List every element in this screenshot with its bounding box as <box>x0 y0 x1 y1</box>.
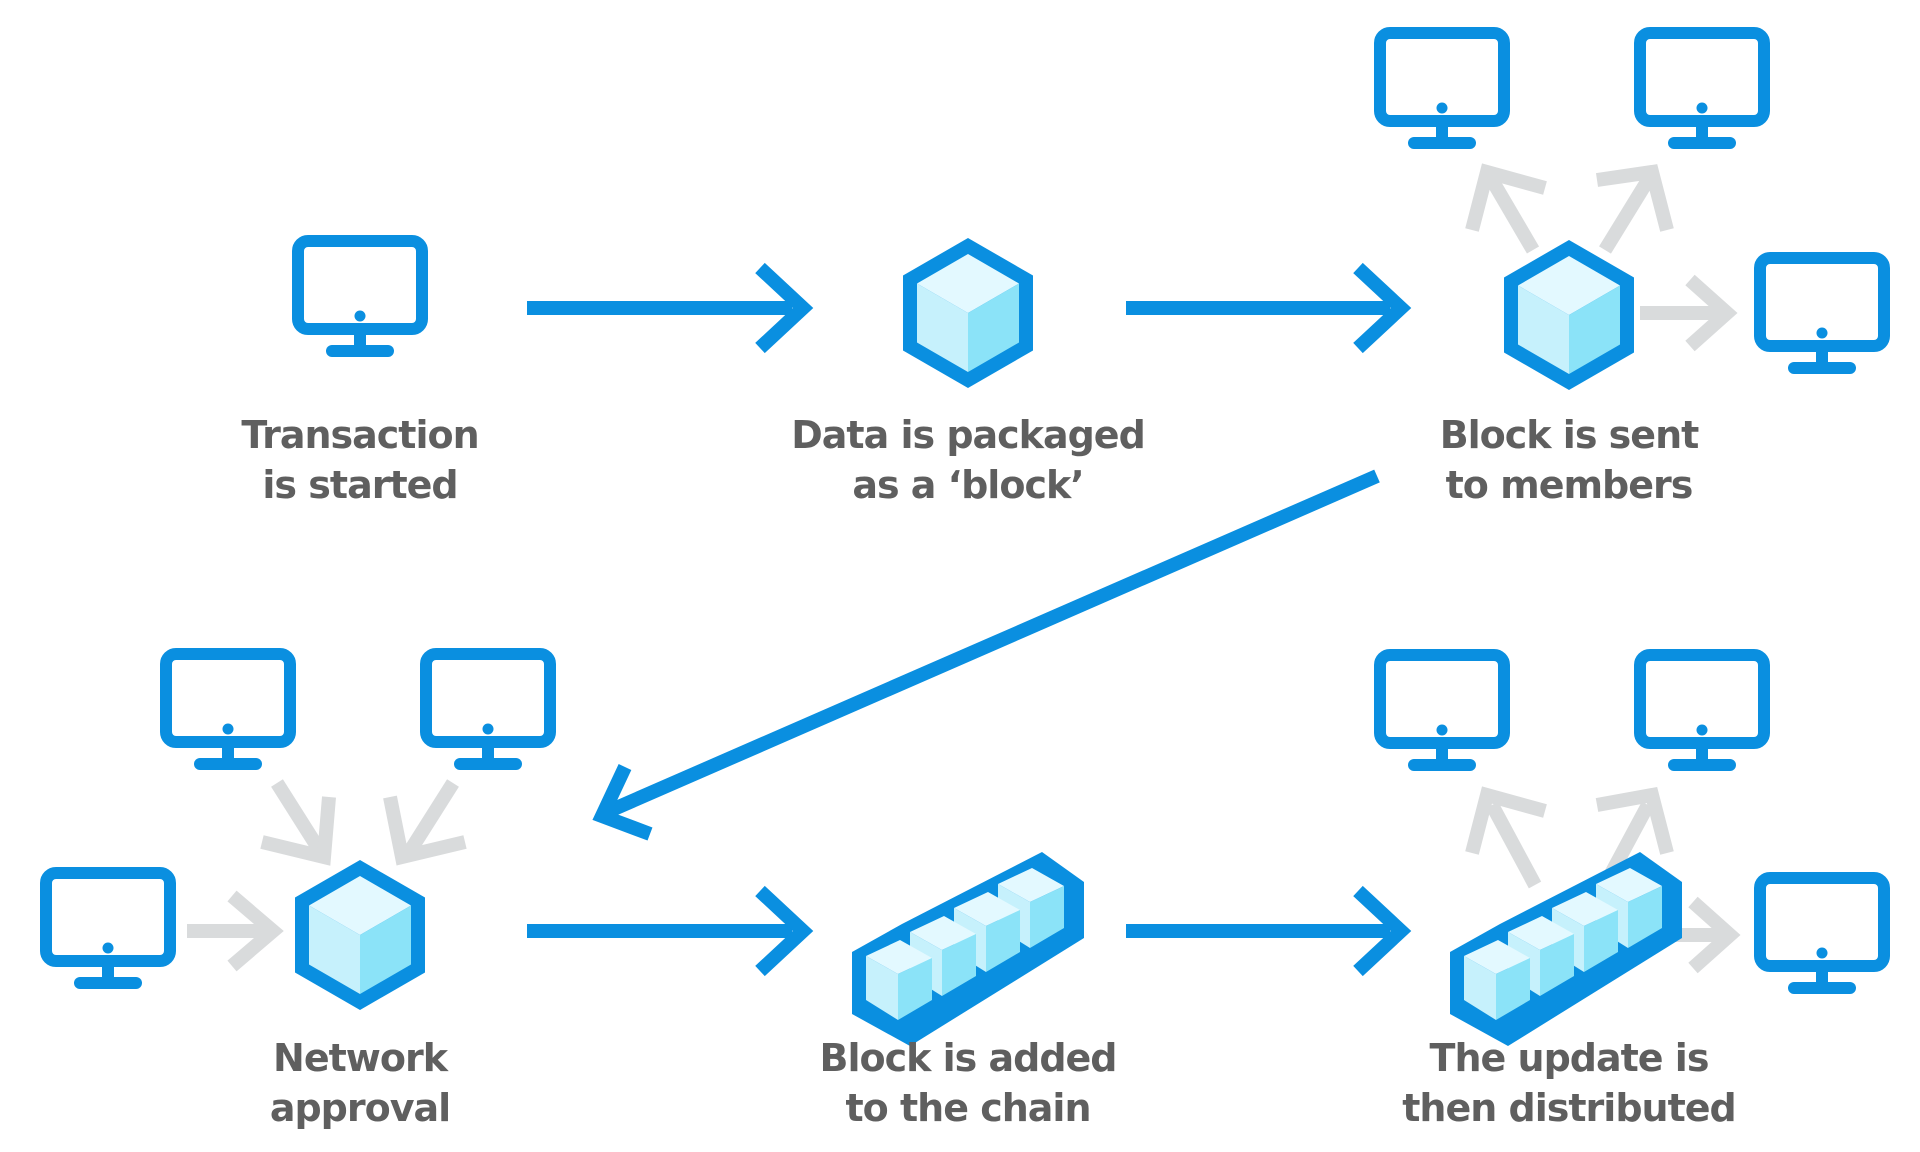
computer-monitor-icon <box>46 873 170 989</box>
block-cube-icon <box>1504 240 1634 390</box>
computer-monitor-icon <box>1640 33 1764 149</box>
computer-monitor-icon <box>298 241 422 357</box>
step-label-6: The update is then distributed <box>1339 1033 1799 1133</box>
block-cube-icon <box>295 860 425 1010</box>
flow-arrow-2 <box>1126 262 1412 354</box>
step-label-2: Data is packaged as a ‘block’ <box>738 410 1198 510</box>
computer-monitor-icon <box>1640 655 1764 771</box>
step-label-5: Block is added to the chain <box>738 1033 1198 1133</box>
step-label-line2: then distributed <box>1402 1086 1736 1130</box>
step-label-line1: Network <box>273 1036 448 1080</box>
step-4-network-approval <box>46 654 550 1010</box>
step-label-4: Network approval <box>130 1033 590 1133</box>
flow-arrow-3 <box>527 885 814 977</box>
step-label-line1: Block is sent <box>1439 413 1700 457</box>
incoming-arrow <box>187 779 467 972</box>
step-label-line2: is started <box>262 463 458 507</box>
step-label-line1: Block is added <box>819 1036 1117 1080</box>
flow-arrow-diagonal <box>592 469 1380 841</box>
step-6-update-distributed <box>1380 655 1884 1046</box>
computer-monitor-icon <box>1380 33 1504 149</box>
computer-monitor-icon <box>1380 655 1504 771</box>
step-3-block-sent <box>1380 33 1884 390</box>
step-label-line1: Transaction <box>241 413 479 457</box>
step-5-block-added <box>852 852 1084 1046</box>
step-label-line2: as a ‘block’ <box>852 463 1084 507</box>
block-chain-icon <box>1450 852 1682 1046</box>
block-cube-icon <box>903 238 1033 388</box>
computer-monitor-icon <box>1760 258 1884 374</box>
broadcast-arrow <box>1465 163 1738 352</box>
block-chain-icon <box>852 852 1084 1046</box>
step-label-line1: Data is packaged <box>791 413 1146 457</box>
flow-arrow-1 <box>527 262 814 354</box>
flow-arrow-4 <box>1126 885 1412 977</box>
step-label-line2: approval <box>269 1086 451 1130</box>
step-label-3: Block is sent to members <box>1339 410 1799 510</box>
computer-monitor-icon <box>426 654 550 770</box>
step-2-data-packaged <box>903 238 1033 388</box>
step-1-transaction-started <box>298 241 422 357</box>
step-label-line2: to members <box>1445 463 1694 507</box>
step-label-line2: to the chain <box>845 1086 1091 1130</box>
step-label-1: Transaction is started <box>130 410 590 510</box>
computer-monitor-icon <box>1760 878 1884 994</box>
computer-monitor-icon <box>166 654 290 770</box>
step-label-line1: The update is <box>1429 1036 1710 1080</box>
